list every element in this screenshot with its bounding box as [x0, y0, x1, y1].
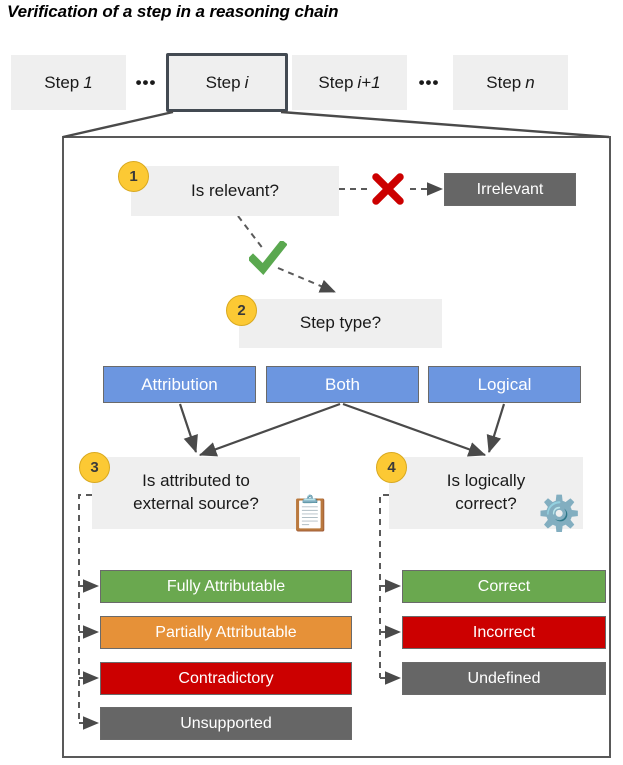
chain-ellipsis-left: •••	[135, 72, 157, 92]
step-chip-1-label: Step	[44, 72, 80, 92]
step-badge-1: 1	[118, 161, 149, 192]
question-panel-is-relevant: Is relevant?	[131, 166, 339, 216]
step-chip-current-label: Step	[205, 72, 241, 92]
step-chip-next-label: Step	[318, 72, 354, 92]
question-4-line1: Is logically	[446, 471, 526, 491]
step-chip-n-label: Step	[486, 72, 522, 92]
chain-ellipsis-right: •••	[418, 72, 440, 92]
outcome-incorrect-label: Incorrect	[472, 623, 536, 641]
question-3-line1: Is attributed to	[142, 471, 250, 491]
outcome-fully-attributable-label: Fully Attributable	[166, 577, 286, 595]
type-box-both: Both	[266, 366, 419, 403]
check-mark-icon	[247, 239, 288, 276]
outcome-undefined-label: Undefined	[467, 669, 541, 687]
outcome-fully-attributable: Fully Attributable	[100, 570, 352, 603]
step-chip-next-var: i+1	[357, 72, 381, 92]
step-badge-4: 4	[376, 452, 407, 483]
question-4-line2: correct?	[455, 494, 517, 513]
question-panel-is-attributed: Is attributed to external source?	[92, 457, 300, 529]
outcome-partially-attributable-label: Partially Attributable	[155, 623, 297, 641]
outcome-contradictory: Contradictory	[100, 662, 352, 695]
page-title: Verification of a step in a reasoning ch…	[7, 2, 339, 21]
type-box-attribution-label: Attribution	[141, 374, 218, 394]
outcome-unsupported-label: Unsupported	[180, 714, 272, 732]
question-3-line2: external source?	[133, 494, 259, 513]
outcome-contradictory-label: Contradictory	[178, 669, 274, 687]
step-chip-1-var: 1	[83, 72, 93, 92]
question-panel-is-logical: Is logically correct?	[389, 457, 583, 529]
question-panel-step-type: Step type?	[239, 299, 442, 348]
outcome-incorrect: Incorrect	[402, 616, 606, 649]
outcome-unsupported: Unsupported	[100, 707, 352, 740]
step-chip-n-var: n	[525, 72, 535, 92]
step-chip-current-var: i	[244, 72, 249, 92]
type-box-both-label: Both	[325, 374, 360, 394]
outcome-irrelevant-label: Irrelevant	[476, 180, 544, 198]
step-badge-3: 3	[79, 452, 110, 483]
outcome-correct: Correct	[402, 570, 606, 603]
type-box-attribution: Attribution	[103, 366, 256, 403]
outcome-irrelevant: Irrelevant	[444, 173, 576, 206]
x-mark-icon	[371, 172, 405, 206]
type-box-logical: Logical	[428, 366, 581, 403]
clipboard-icon: 📋	[289, 495, 332, 533]
outcome-partially-attributable: Partially Attributable	[100, 616, 352, 649]
question-1-text: Is relevant?	[191, 180, 279, 200]
gears-icon: ⚙️	[538, 495, 581, 533]
question-2-text: Step type?	[299, 313, 382, 333]
type-box-logical-label: Logical	[477, 374, 532, 394]
outcome-correct-label: Correct	[477, 577, 531, 595]
outcome-undefined: Undefined	[402, 662, 606, 695]
step-badge-2: 2	[226, 295, 257, 326]
